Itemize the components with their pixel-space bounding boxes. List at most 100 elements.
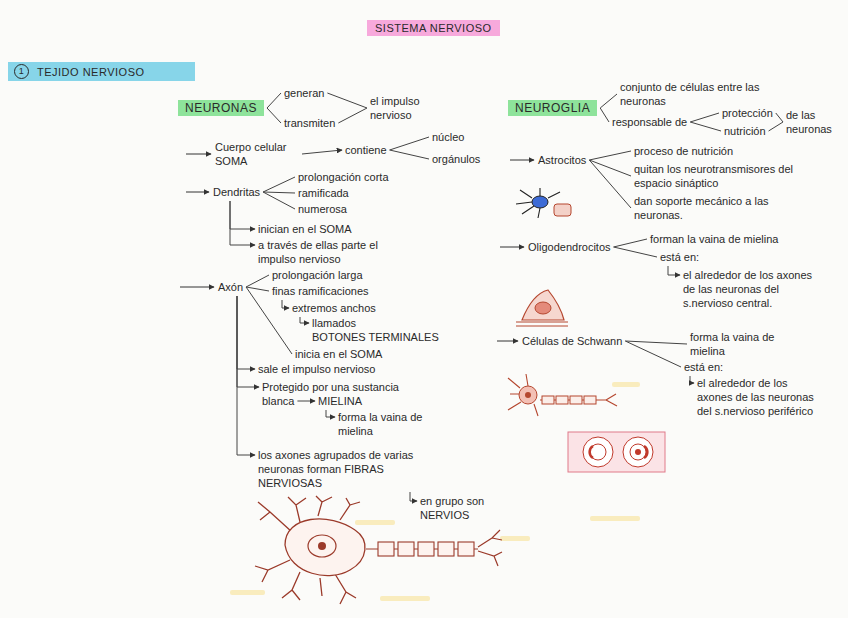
concept-node: orgánulos [432,152,480,166]
concept-node: extremos anchos [292,301,376,315]
node-text: responsable de [612,115,687,129]
highlight-term: NEURONAS [178,100,264,116]
concept-node: a través de ellas parte el impulso nervi… [258,238,408,266]
soma [285,519,365,576]
node-text: forma la vaina de mielina [338,410,448,438]
myelin-segment [378,542,394,556]
cross-section-ring [590,444,606,460]
connector [668,266,680,275]
title-text: SISTEMA NERVIOSO [375,22,492,34]
concept-node: numerosa [298,202,347,216]
concept-node: Oligodendrocitos [528,240,611,254]
node-text: contiene [345,143,387,157]
crescent [644,446,647,458]
connector [776,113,783,122]
connector [614,239,647,247]
concept-node: Dendritas [213,185,260,199]
concept-node: generan [284,86,324,100]
concept-node: dan soporte mecánico a las neuronas. [634,194,784,222]
concept-node: está en: [684,360,723,374]
highlight-term: NEUROGLIA [508,100,597,116]
node-text: núcleo [432,130,464,144]
connector [300,317,309,323]
section-band: 1TEJIDO NERVIOSO [8,62,195,81]
oligodendrocyte-nucleus [535,302,551,314]
connector [600,108,609,122]
faint-highlight [590,516,640,521]
faint-highlight [355,520,395,525]
pointer-arrow [497,341,518,342]
node-text: inician en el SOMA [258,222,352,236]
connector [263,177,295,192]
title-highlight: SISTEMA NERVIOSO [367,20,500,36]
node-text: sale el impulso nervioso [258,362,375,376]
node-text: ramificada [298,186,349,200]
faint-highlight [500,536,530,541]
cross-section-ring [583,437,613,467]
concept-node: el alrededor de los axones de las neuron… [683,268,818,310]
concept-node: transmiten [284,116,335,130]
concept-node: los axones agrupados de varias neuronas … [258,448,438,490]
pointer-arrow [186,192,209,193]
node-text: Cuerpo celular SOMA [215,140,299,168]
node-text: está en: [684,360,723,374]
node-text: nutrición [724,124,766,138]
connector [690,376,694,383]
connector [589,160,631,208]
connector [600,94,617,108]
connector [246,275,269,287]
connector [263,192,295,209]
concept-node: el alrededor de los axones de las neuron… [697,376,822,418]
node-text: TEJIDO NERVIOSO [37,65,145,79]
concept-node: llamadosBOTONES TERMINALES [312,316,439,344]
node-text: forman la vaina de mielina [650,232,778,246]
concept-node: Células de Schwann [522,334,622,348]
node-text: extremos anchos [292,301,376,315]
node-text: NEUROGLIA [515,101,590,115]
connector [338,108,367,123]
concept-node: conjunto de células entre las neuronas [620,80,780,108]
concept-node: en grupo son NERVIOS [420,494,510,522]
node-text: en grupo son NERVIOS [420,494,510,522]
concept-node: sale el impulso nervioso [258,362,375,376]
node-text: Astrocitos [538,153,586,167]
concept-node: el impulso nervioso [370,94,452,122]
pointer-arrow [500,247,524,248]
node-text: Dendritas [213,185,260,199]
concept-node: Astrocitos [538,153,586,167]
node-text: dan soporte mecánico a las neuronas. [634,194,784,222]
schwann-cell [584,396,596,404]
myelin-sheath [378,542,474,556]
node-text: el impulso nervioso [370,94,452,122]
node-text: Axón [218,280,243,294]
node-text: prolongación larga [272,268,363,282]
schwann-cell [542,396,554,404]
connector [267,93,281,108]
connector [302,150,342,154]
connector [230,201,255,229]
concept-node: proceso de nutrición [634,144,733,158]
connector [230,201,255,245]
concept-node: inicia en el SOMA [295,347,382,361]
node-text: a través de ellas parte el impulso nervi… [258,238,408,266]
faint-highlight [612,382,640,387]
node-text: llamados [312,316,439,330]
cross-section-frame [568,432,665,472]
node-text: el alrededor de los axones de las neuron… [683,268,818,310]
node-text: NEURONAS [185,101,257,115]
pointer-arrow [510,160,534,161]
axon [366,530,502,566]
node-text: prolongación corta [298,170,389,184]
node-text: inicia en el SOMA [295,347,382,361]
node-text: generan [284,86,324,100]
connector [327,93,367,108]
node-text: de las neuronas [786,108,840,136]
connector [690,122,721,131]
node-text: BOTONES TERMINALES [312,330,439,344]
cross-section-ring [630,444,646,460]
concept-node: forma la vaina de mielina [690,330,790,358]
node-text: MIELINA [318,394,362,408]
pointer-arrows [180,154,534,341]
pointer-arrow [186,154,211,155]
